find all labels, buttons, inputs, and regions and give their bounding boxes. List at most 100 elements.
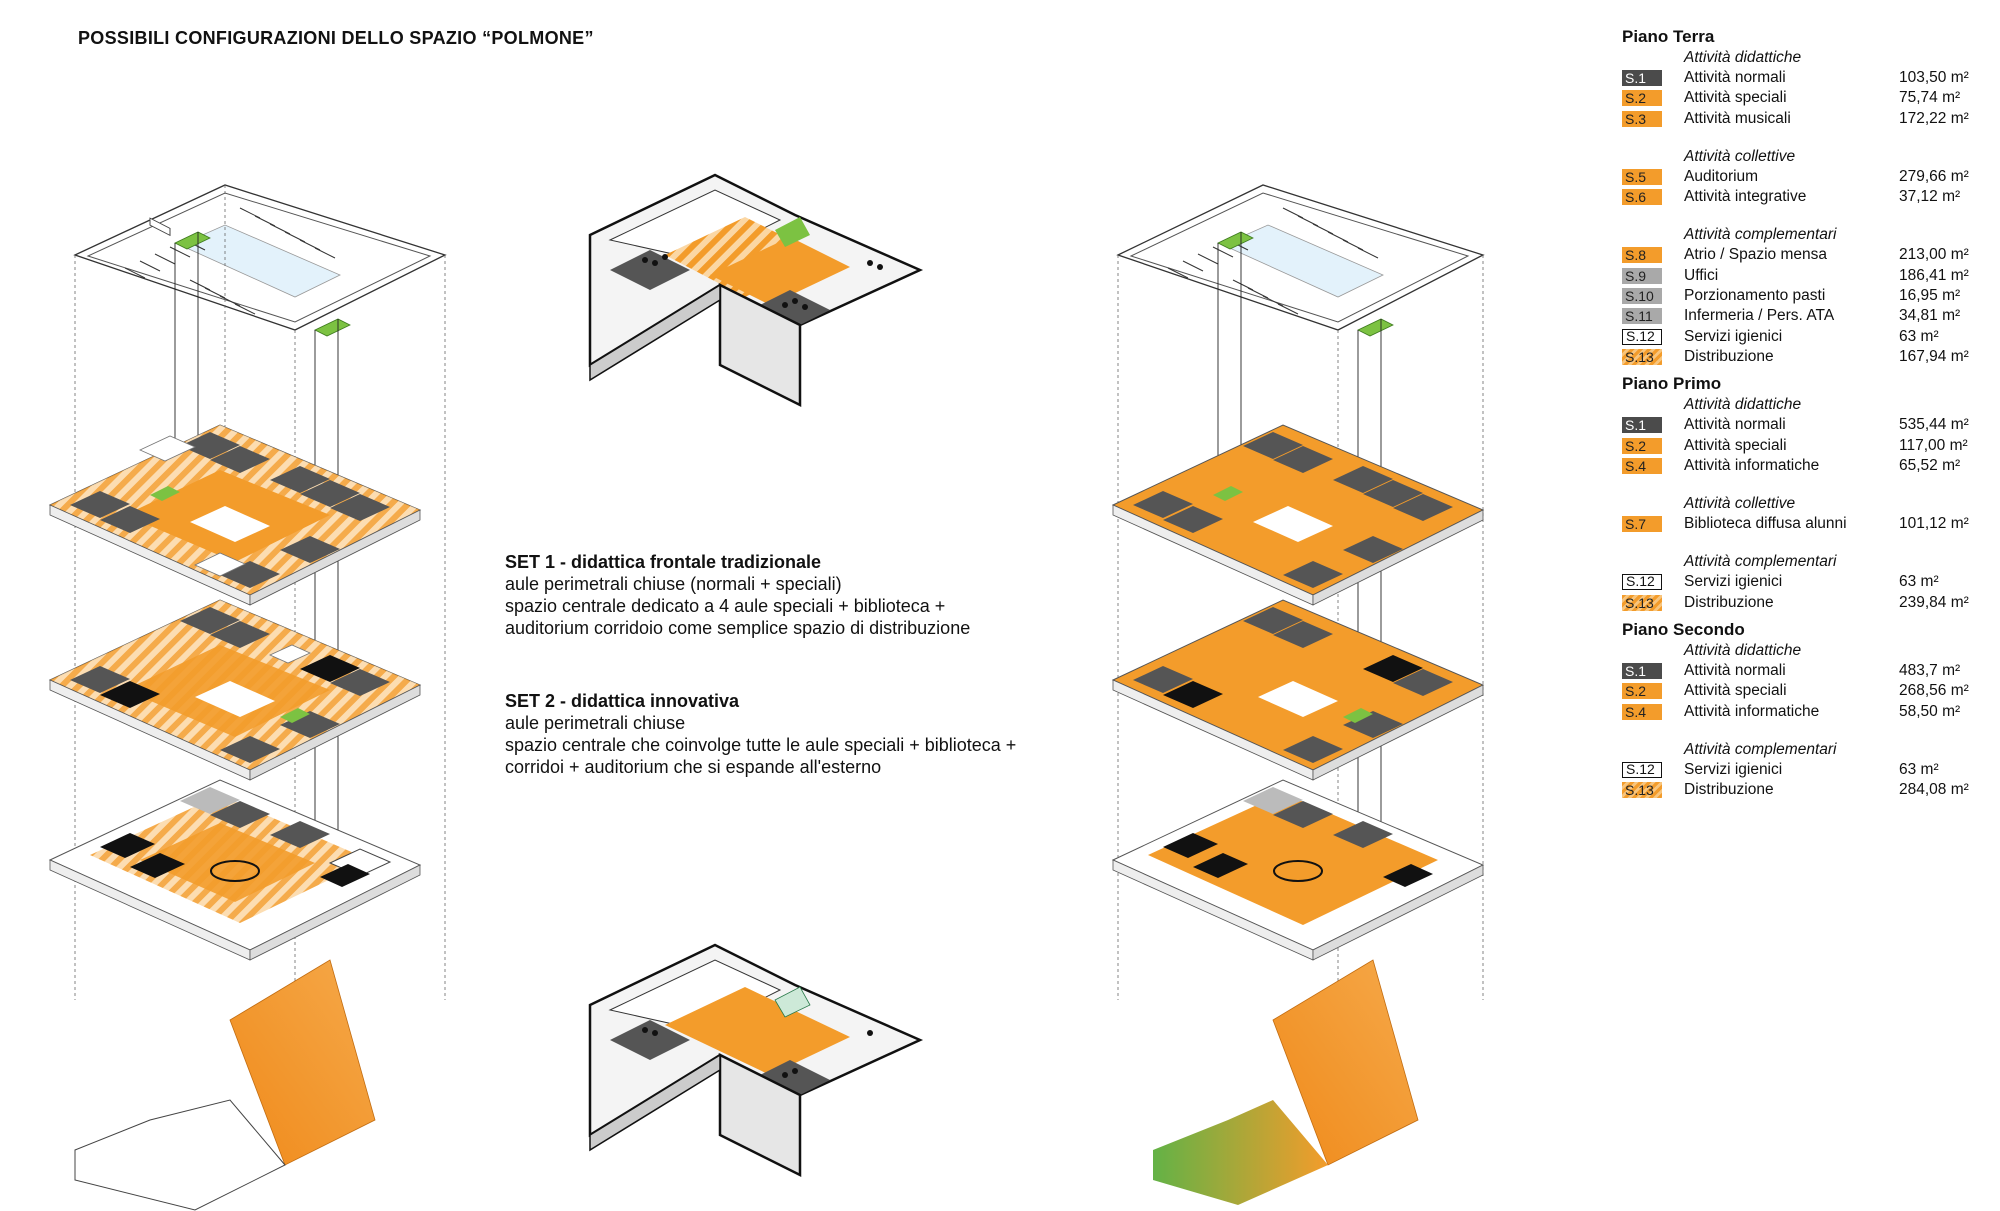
legend-area: 172,22 m²	[1899, 109, 1969, 127]
legend-code-swatch: S.1	[1622, 70, 1662, 86]
legend-area: 34,81 m²	[1899, 307, 1961, 325]
legend-code-swatch: S.1	[1622, 417, 1662, 434]
legend-space-name: Distribuzione	[1684, 593, 1774, 611]
legend-code-swatch: S.12	[1622, 328, 1662, 345]
set1-description: SET 1 - didattica frontale tradizionale …	[505, 551, 1065, 639]
ramp	[229, 959, 376, 1166]
floor-2	[48, 424, 422, 606]
set2-line: spazio centrale che coinvolge tutte le a…	[505, 735, 1017, 755]
legend-code-swatch: S.9	[1622, 267, 1662, 284]
floor-ground-right	[1111, 779, 1485, 961]
legend-code-swatch: S.13	[1622, 594, 1662, 611]
set2-line: aule perimetrali chiuse	[505, 713, 686, 733]
legend-code-swatch: S.1	[1622, 663, 1662, 680]
set2-line: corridoi + auditorium che si espande all…	[505, 757, 882, 777]
legend-space-name: Attività informatiche	[1684, 702, 1820, 720]
legend-area: 535,44 m²	[1899, 416, 1969, 434]
legend-space-name: Attività normali	[1684, 416, 1786, 434]
roof-plan	[73, 184, 447, 337]
lawn-right	[1153, 1100, 1328, 1205]
legend-code-swatch: S.13	[1622, 348, 1662, 365]
legend-area: 239,84 m²	[1899, 593, 1969, 611]
legend-code-swatch: S.10	[1622, 288, 1662, 305]
legend-area: 75,74 m²	[1899, 89, 1961, 107]
legend-space-name: Distribuzione	[1684, 347, 1774, 365]
axo-view-top	[588, 173, 924, 408]
roof-plan-right	[1116, 184, 1485, 337]
set2-stack	[1111, 184, 1485, 1205]
legend-space-name: Attività musicali	[1684, 109, 1791, 127]
legend-floor-title: Piano Secondo	[1622, 620, 1745, 640]
legend-area: 268,56 m²	[1899, 682, 1969, 700]
legend-space-name: Attività speciali	[1684, 436, 1787, 454]
legend-code-swatch: S.12	[1622, 574, 1662, 591]
legend-code-swatch: S.11	[1622, 308, 1662, 325]
legend-space-name: Servizi igienici	[1684, 760, 1783, 778]
set1-line: aule perimetrali chiuse (normali + speci…	[505, 574, 842, 594]
legend-row: S.1 Attività normali 535,44 m²	[1622, 415, 1982, 435]
legend-code-swatch: S.7	[1622, 516, 1662, 533]
legend-space-name: Servizi igienici	[1684, 573, 1783, 591]
set2-description: SET 2 - didattica innovativa aule perime…	[505, 690, 1065, 778]
legend-code-swatch: S.6	[1622, 189, 1662, 206]
legend-row: S.7 Biblioteca diffusa alunni 101,12 m²	[1622, 514, 1982, 534]
legend-space-name: Auditorium	[1684, 167, 1759, 185]
legend-group-title: Attività complementari	[1684, 226, 1837, 244]
ramp-right	[1272, 959, 1419, 1166]
legend-code-swatch: S.5	[1622, 168, 1662, 185]
legend-area: 101,12 m²	[1899, 515, 1969, 533]
legend-space-name: Attività normali	[1684, 662, 1786, 680]
legend-area: 58,50 m²	[1899, 702, 1961, 720]
set1-stack	[48, 184, 447, 1211]
legend-floor-title: Piano Terra	[1622, 27, 1715, 46]
legend-area: 37,12 m²	[1899, 188, 1961, 206]
legend-space-name: Biblioteca diffusa alunni	[1684, 515, 1847, 533]
legend-space-name: Attività normali	[1684, 69, 1786, 86]
legend-floor-title: Piano Primo	[1622, 374, 1722, 394]
legend-row: S.1 Attività normali 103,50 m²	[1622, 68, 1982, 88]
legend-space-name: Atrio / Spazio mensa	[1684, 246, 1828, 264]
set1-line: spazio centrale dedicato a 4 aule specia…	[505, 596, 946, 616]
legend-area: 103,50 m²	[1899, 69, 1969, 86]
legend-code-swatch: S.2	[1622, 90, 1662, 107]
legend-area: 279,66 m²	[1899, 167, 1969, 185]
floor-ground	[48, 779, 422, 961]
legend-space-name: Porzionamento pasti	[1684, 287, 1826, 305]
legend-group-title: Attività didattiche	[1684, 396, 1802, 414]
ramp-outline	[74, 1099, 286, 1211]
page-title: POSSIBILI CONFIGURAZIONI DELLO SPAZIO “P…	[78, 28, 594, 48]
legend-code-swatch: S.2	[1622, 437, 1662, 454]
legend-code-swatch: S.8	[1622, 247, 1662, 264]
floor-2-right	[1111, 424, 1485, 606]
legend-area: 63 m²	[1899, 573, 1939, 591]
legend-area: 65,52 m²	[1899, 456, 1961, 474]
legend-space-name: Uffici	[1684, 266, 1719, 284]
legend-space-name: Attività informatiche	[1684, 456, 1820, 474]
set1-line: auditorium corridoio come semplice spazi…	[505, 618, 971, 638]
set2-heading: SET 2 - didattica innovativa	[505, 691, 740, 711]
legend-group-title: Attività didattiche	[1684, 49, 1802, 66]
legend-code-swatch: S.4	[1622, 703, 1662, 720]
legend-row: S.5 Auditorium 279,66 m²	[1622, 167, 1982, 187]
floor-1-right	[1111, 599, 1485, 781]
legend-area: 284,08 m²	[1899, 781, 1969, 799]
